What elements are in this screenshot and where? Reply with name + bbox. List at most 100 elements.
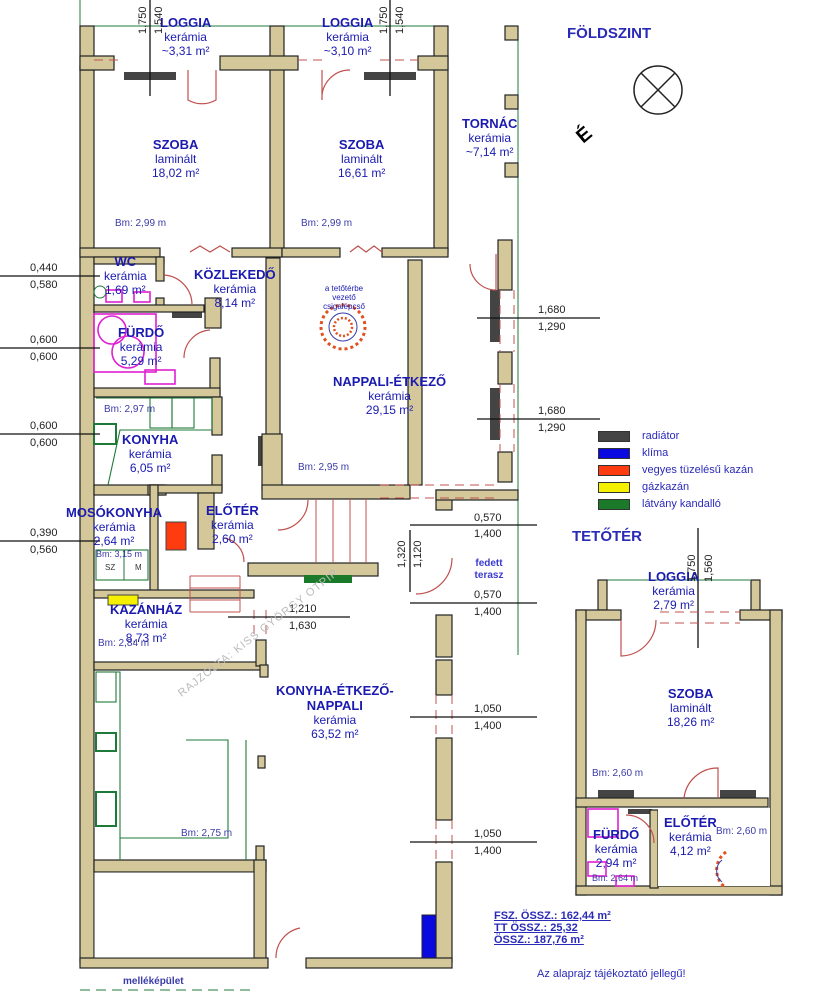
legend-item: gázkazán [598, 479, 753, 495]
klima-unit [421, 914, 437, 959]
bathtub-shape [111, 335, 145, 369]
door-wc [163, 274, 193, 306]
wall-mellek-top [93, 859, 267, 873]
dim-terasz1-bottom: 1,400 [474, 528, 502, 540]
legend-swatch-klima [598, 447, 630, 459]
title-foldszint: FÖLDSZINT [567, 25, 652, 42]
dim-ket2-top: 1,050 [474, 828, 502, 840]
wall-nappali-east-b [497, 351, 513, 385]
wall-stub [259, 664, 269, 678]
wall-nappali-east-a [497, 239, 513, 291]
wall-nappali-east-c [497, 451, 513, 483]
area-totals: FSZ. ÖSSZ.: 162,44 m² TT ÖSSZ.: 25,32 ÖS… [494, 910, 611, 946]
dim-terasz-door-h2: 1,120 [412, 540, 424, 568]
dim-loggia1-b: 1,540 [153, 6, 165, 34]
wall-stair-bottom [247, 562, 379, 577]
dim-nappali1-top: 1,680 [538, 304, 566, 316]
toilet [105, 289, 123, 303]
door-tornac [469, 254, 497, 291]
door-eloter2 [223, 537, 245, 563]
height-konyha: Bm: 2,97 m [104, 404, 156, 415]
dim-stair-bottom: 1,630 [289, 620, 317, 632]
wall-ket-east-b [435, 737, 453, 821]
pillar [504, 162, 519, 178]
washer [95, 549, 149, 581]
radiator [490, 388, 500, 440]
dim-ket1-bottom: 1,400 [474, 720, 502, 732]
tt-spiral-staircase [715, 850, 727, 890]
legend-item: vegyes tüzelésű kazán [598, 462, 753, 478]
height-szoba-2: Bm: 2,99 m [301, 218, 353, 229]
legend-swatch-kazan [598, 464, 630, 476]
room-loggia-2: LOGGIA kerámia ~3,10 m² [322, 15, 374, 58]
height-nappali: Bm: 2,95 m [298, 462, 350, 473]
room-wc: WC kerámia 1,69 m² [104, 254, 147, 297]
tt-room-szoba: SZOBA laminált 18,26 m² [667, 686, 715, 729]
sink [171, 397, 195, 429]
room-loggia-1: LOGGIA kerámia ~3,31 m² [160, 15, 212, 58]
height-mosokonyha: Bm: 3,15 m [96, 549, 143, 559]
tt-wall-furdo [649, 809, 659, 889]
dim-moso-top: 0,390 [30, 527, 58, 539]
door-loggia1 [187, 70, 217, 105]
dim-terasz2-top: 0,570 [474, 589, 502, 601]
dim-tt-loggia-b: 1,560 [703, 554, 715, 582]
height-kazanhaz: Bm: 2,84 m [98, 638, 150, 649]
sliding-door [189, 245, 231, 253]
room-eloter: ELŐTÉR kerámia 2,60 m² [206, 503, 259, 546]
legend-item: látvány kandalló [598, 496, 753, 512]
wall-terasz-b [435, 614, 453, 658]
tt-wall-south [575, 885, 783, 896]
legend-item: radiátor [598, 428, 753, 444]
total-attic: TT ÖSSZ.: 25,32 [494, 922, 578, 934]
tt-room-furdo: FÜRDŐ kerámia 2,94 m² [593, 827, 640, 870]
wc-drain [93, 285, 107, 299]
compass-rose [633, 65, 683, 115]
room-fedett-terasz: fedett terasz [474, 558, 504, 581]
tt-wall-east [769, 609, 783, 896]
tt-wall [750, 579, 761, 611]
wall-wc-east [155, 256, 165, 282]
room-nappali-etkezo: NAPPALI-ÉTKEZŐ kerámia 29,15 m² [333, 374, 447, 417]
wall-loggia1-left [79, 55, 115, 71]
tt-height-eloter: Bm: 2,60 m [716, 826, 768, 837]
tt-room-loggia: LOGGIA kerámia 2,79 m² [648, 569, 700, 612]
radiator [628, 809, 652, 814]
room-konyha-etkezo-nappali: KONYHA-ÉTKEZŐ- NAPPALI kerámia 63,52 m² [276, 683, 394, 741]
dim-nappali1-bottom: 1,290 [538, 321, 566, 333]
wall-eloter-top [149, 484, 223, 494]
dim-furdo-top: 0,600 [30, 334, 58, 346]
room-szoba-1: SZOBA laminált 18,02 m² [152, 137, 200, 180]
door-eloter [277, 499, 309, 531]
bathtub [93, 313, 157, 373]
wall-south-a [79, 957, 269, 969]
wall-ket-east-c [435, 861, 453, 963]
wc-sink [133, 291, 151, 303]
dim-loggia1-a: 1,750 [137, 6, 149, 34]
height-szoba-1: Bm: 2,99 m [115, 218, 167, 229]
dim-terasz2-bottom: 1,400 [474, 606, 502, 618]
dim-terasz-door-h1: 1,320 [396, 540, 408, 568]
disclaimer-note: Az alaprajz tájékoztató jellegű! [537, 968, 686, 980]
total-all: ÖSSZ.: 187,76 m² [494, 934, 584, 946]
fridge [95, 671, 117, 703]
legend-swatch-kandallo [598, 498, 630, 510]
dim-terasz1-top: 0,570 [474, 512, 502, 524]
radiator [598, 790, 634, 798]
door-furdo [183, 329, 211, 359]
tt-shower [587, 808, 619, 838]
wall-szoba1-south-b [231, 247, 283, 258]
tt-toilet [587, 861, 607, 877]
stairs [189, 499, 367, 613]
wall-kazanhaz-east [255, 639, 267, 667]
gazkazan [107, 594, 139, 606]
title-tetoter: TETŐTÉR [572, 528, 642, 545]
wall-stair-horizontal [261, 484, 411, 500]
dim-ket1-top: 1,050 [474, 703, 502, 715]
tt-door-loggia [620, 619, 657, 657]
bathtub-shape [97, 315, 127, 345]
wall-loggia-mid [219, 55, 299, 71]
dim-ket2-bottom: 1,400 [474, 845, 502, 857]
legend: radiátor klíma vegyes tüzelésű kazán gáz… [598, 428, 753, 513]
